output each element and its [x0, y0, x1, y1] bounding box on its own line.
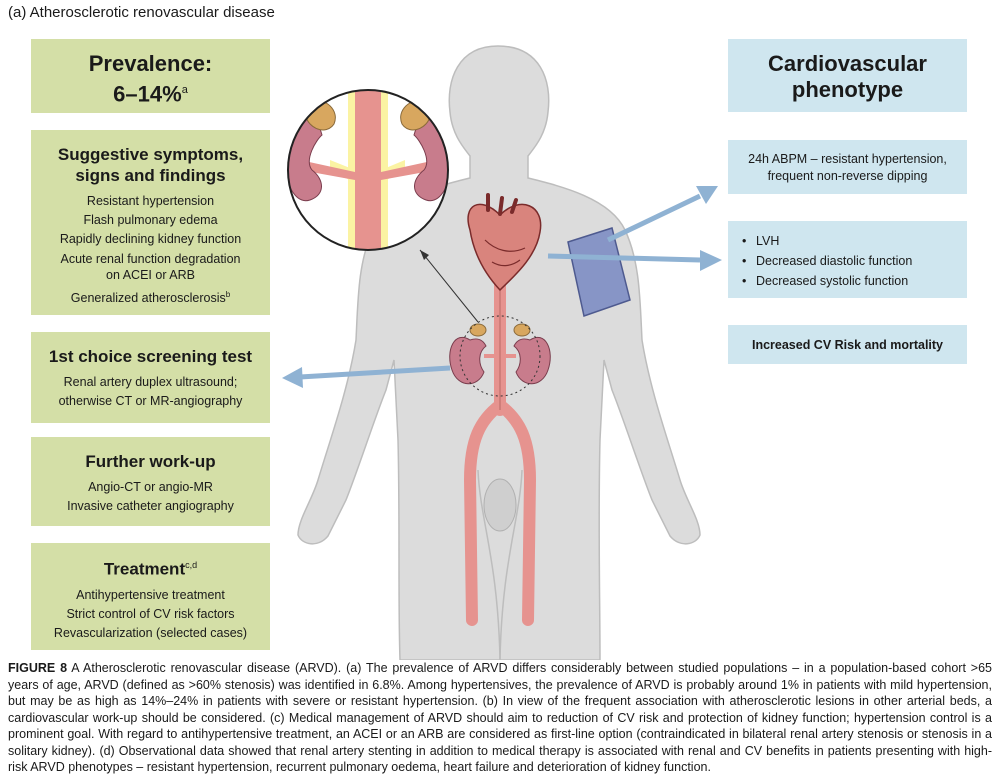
pelvis-shape	[483, 478, 517, 532]
prevalence-box: Prevalence: 6–14%a	[31, 39, 270, 113]
abpm-text: 24h ABPM – resistant hypertension, frequ…	[748, 152, 947, 183]
symptom-item: Resistant hypertension	[86, 194, 215, 208]
symptom-item: Flash pulmonary edema	[83, 213, 218, 227]
treatment-box: Treatmentc,d Antihypertensive treatment …	[31, 543, 270, 650]
symptom-item-last: Generalized atherosclerosisb	[31, 285, 270, 308]
symptom-last-sup: b	[225, 290, 231, 299]
screening-box: 1st choice screening test Renal artery d…	[31, 332, 270, 423]
treatment-item: Antihypertensive treatment	[76, 587, 225, 602]
caption-text: A Atherosclerotic renovascular disease (…	[8, 661, 992, 774]
cardiac-function-list: LVH Decreased diastolic function Decreas…	[742, 231, 967, 291]
zoom-region-circle	[459, 315, 541, 397]
cardiac-function-box: LVH Decreased diastolic function Decreas…	[728, 221, 967, 298]
treatment-item: Revascularization (selected cases)	[53, 625, 248, 640]
cardio-heading: Cardiovascular phenotype	[768, 51, 927, 102]
body-illustration	[282, 45, 722, 660]
prevalence-label: Prevalence:	[88, 51, 213, 76]
workup-item: Invasive catheter angiography	[67, 499, 234, 513]
screening-item: otherwise CT or MR-angiography	[58, 394, 243, 408]
workup-item: Angio-CT or angio-MR	[88, 480, 213, 494]
workup-box: Further work-up Angio-CT or angio-MR Inv…	[31, 437, 270, 526]
treatment-sup: c,d	[185, 560, 198, 570]
prevalence-sup: a	[181, 84, 188, 96]
heart-icon	[467, 193, 542, 292]
caption-label: FIGURE 8	[8, 661, 68, 675]
prevalence-value: 6–14%	[113, 81, 182, 107]
treatment-heading-line: Treatmentc,d	[31, 555, 270, 580]
prevalence-value-line: 6–14%a	[31, 77, 270, 107]
symptom-item: Rapidly declining kidney function	[59, 232, 242, 246]
zoom-pointer-line	[419, 249, 479, 323]
symptoms-box: Suggestive symptoms, signs and findings …	[31, 130, 270, 315]
cardiac-function-item: Decreased systolic function	[742, 271, 967, 291]
abpm-box: 24h ABPM – resistant hypertension, frequ…	[728, 140, 967, 194]
kidney-left-icon	[449, 323, 496, 385]
figure-title: (a) Atherosclerotic renovascular disease	[8, 4, 275, 21]
treatment-item: Strict control of CV risk factors	[66, 606, 235, 621]
workup-heading: Further work-up	[85, 452, 216, 471]
cv-risk-text: Increased CV Risk and mortality	[751, 338, 944, 352]
symptoms-heading: Suggestive symptoms, signs and findings	[57, 145, 244, 185]
screening-item: Renal artery duplex ultrasound;	[63, 375, 238, 389]
cardiac-function-item: LVH	[742, 231, 967, 251]
arrows	[282, 186, 722, 388]
screening-heading: 1st choice screening test	[48, 347, 253, 366]
cv-risk-box: Increased CV Risk and mortality	[728, 325, 967, 364]
symptom-item: Acute renal function degradation on ACEI…	[60, 252, 241, 282]
cardiac-function-item: Decreased diastolic function	[742, 251, 967, 271]
treatment-heading: Treatment	[103, 559, 186, 579]
cardio-heading-box: Cardiovascular phenotype	[728, 39, 967, 112]
bp-cuff-icon	[567, 227, 631, 317]
kidney-right-icon	[504, 323, 551, 385]
symptom-last-text: Generalized atherosclerosis	[70, 291, 226, 306]
figure-caption: FIGURE 8 A Atherosclerotic renovascular …	[8, 660, 992, 776]
magnified-renal-artery	[287, 89, 449, 251]
